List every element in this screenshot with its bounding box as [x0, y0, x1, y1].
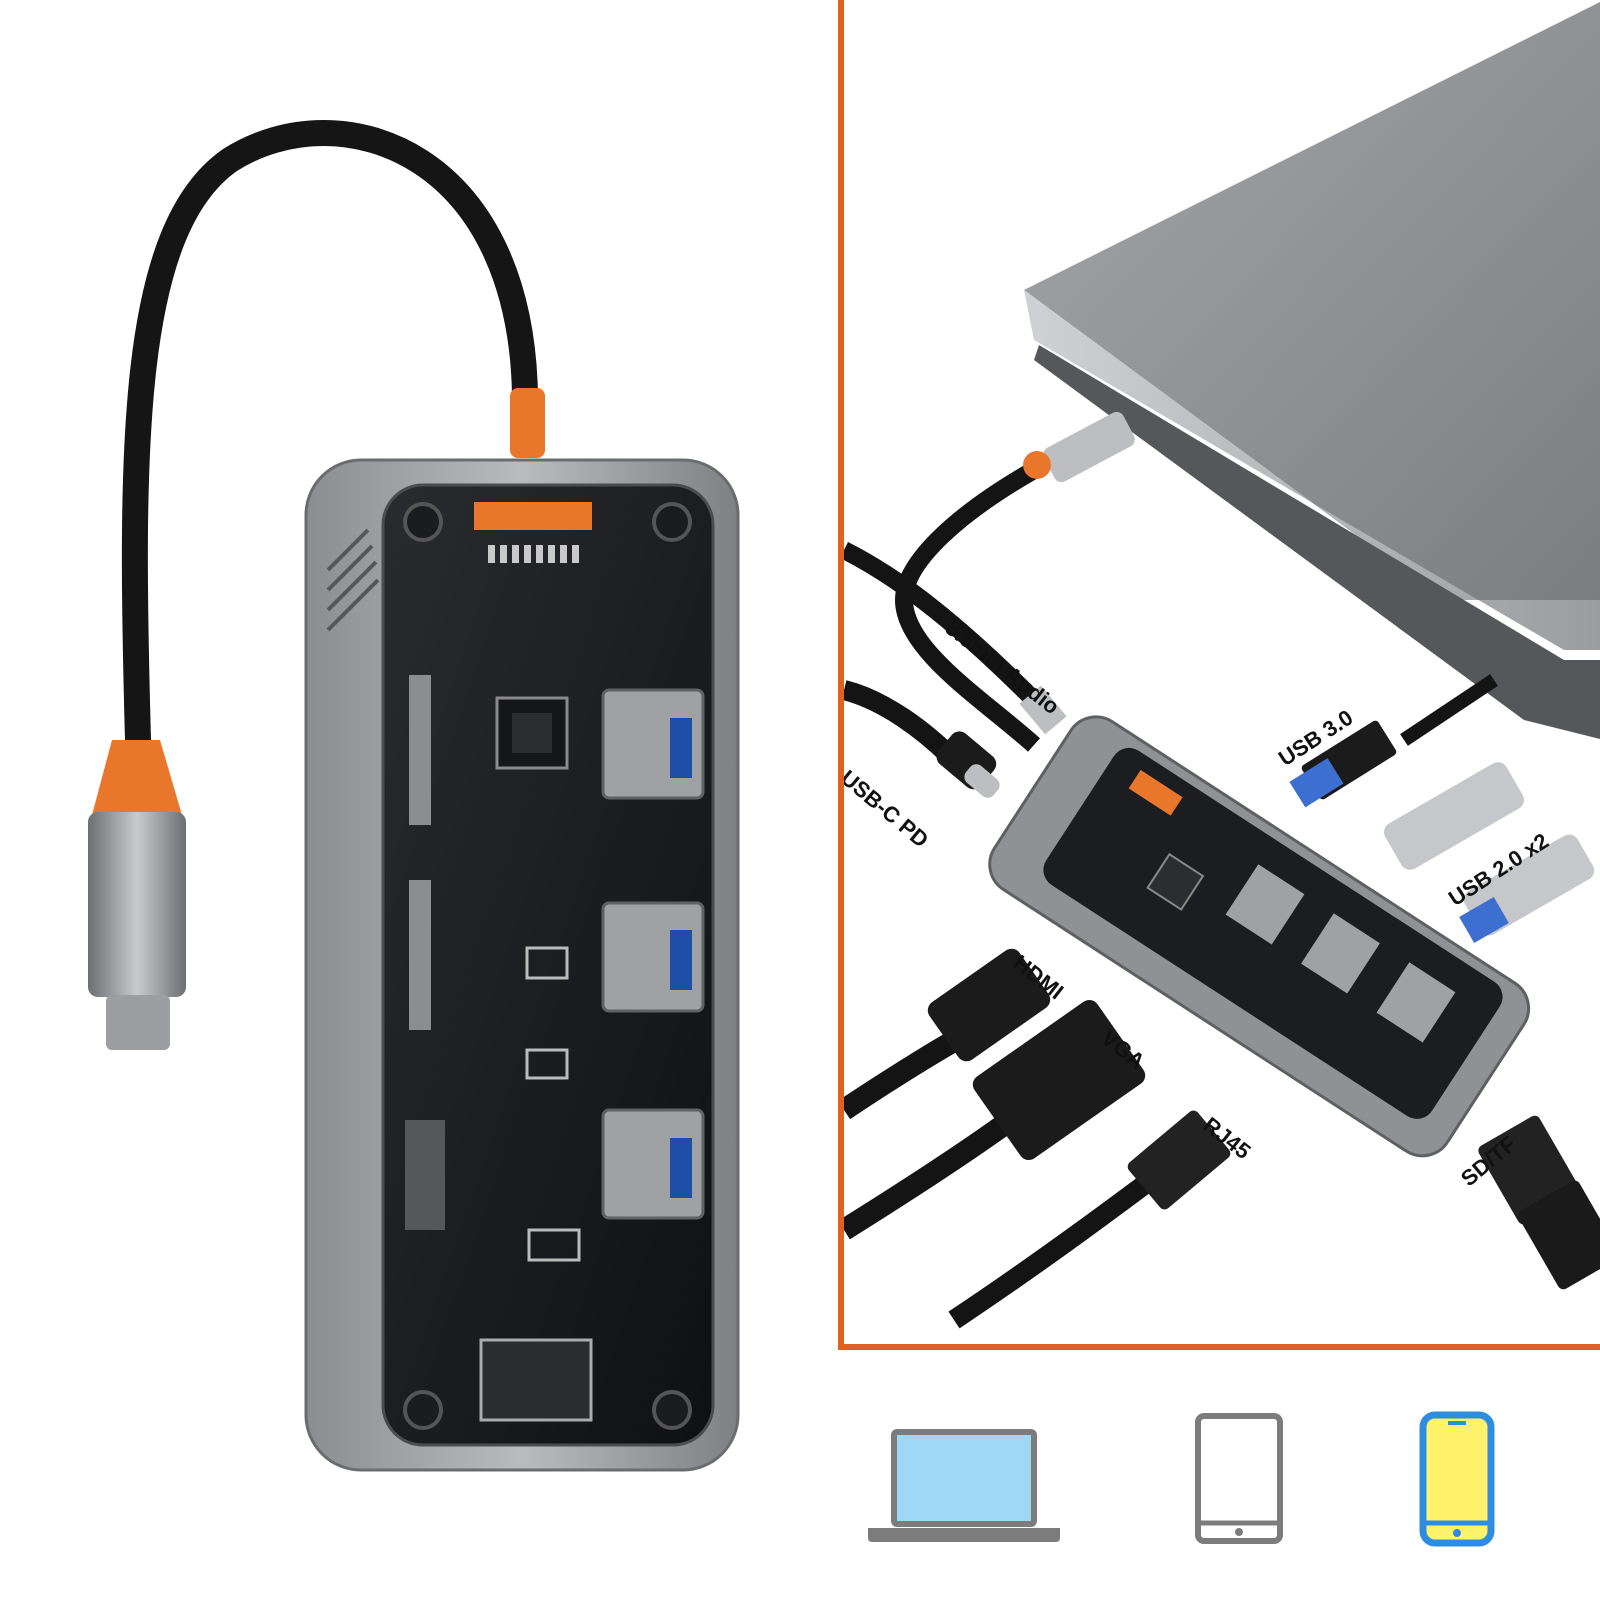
compatible-devices: [838, 1380, 1600, 1580]
laptop: [1024, 2, 1600, 600]
usb-c-plug: [88, 812, 186, 997]
laptop-icon: [868, 1429, 1060, 1542]
cable: [121, 120, 539, 753]
phone-icon: [1419, 1411, 1495, 1547]
usage-scene: 3.5mm Audio USB-C PD USB 3.0 USB 2.0 x2 …: [838, 0, 1600, 1350]
tablet-icon: [1195, 1413, 1283, 1544]
hub-product-photo: [88, 120, 740, 1472]
